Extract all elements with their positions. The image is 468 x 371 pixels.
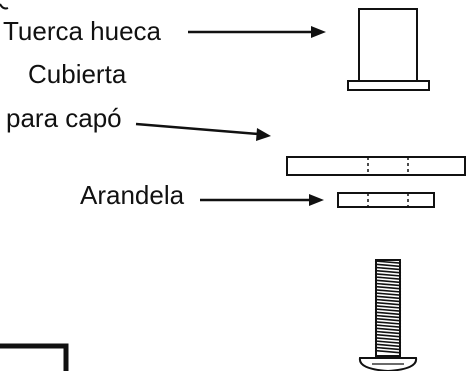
- arrow-washer: [200, 194, 324, 206]
- bolt-thread-line: [374, 337, 402, 341]
- bolt-thread-line: [374, 317, 402, 322]
- bolt-thread-line: [374, 282, 402, 287]
- hood-cover-part: [286, 156, 466, 176]
- bolt-thread-line: [374, 349, 402, 354]
- bolt-thread-line: [374, 295, 402, 300]
- bolt-thread-line: [374, 330, 402, 335]
- bolt-thread-line: [374, 301, 402, 306]
- bolt-thread-line: [374, 340, 402, 344]
- label-hood-cover-line1: Cubierta: [28, 59, 127, 89]
- bolt-thread-line: [374, 292, 402, 296]
- bolt-thread-line: [374, 321, 402, 325]
- bolt-thread-line: [374, 266, 402, 271]
- partial-box: [0, 343, 69, 371]
- bolt-thread-line: [374, 324, 402, 328]
- bolt-thread-line: [374, 346, 402, 351]
- bolt-thread-line: [374, 327, 402, 332]
- corner-mark: [0, 3, 9, 10]
- label-hood-cover-line2: para capó: [6, 103, 122, 133]
- bolt-threads: [374, 260, 402, 354]
- washer-part: [337, 192, 435, 208]
- hollow-nut-part: [347, 8, 430, 91]
- bolt-thread-line: [374, 279, 402, 284]
- bolt-thread-line: [374, 285, 402, 290]
- bolt-thread-line: [374, 305, 402, 309]
- arrow-hollow-nut: [188, 26, 326, 38]
- bolt-thread-line: [374, 269, 402, 274]
- bolt-part: [358, 259, 418, 371]
- bolt-thread-line: [374, 311, 402, 316]
- bolt-thread-line: [374, 260, 402, 264]
- bolt-thread-line: [374, 343, 402, 348]
- label-hollow-nut: Tuerca hueca: [3, 16, 162, 46]
- bolt-thread-line: [374, 273, 402, 277]
- bolt-thread-line: [374, 314, 402, 319]
- bolt-thread-line: [374, 276, 402, 280]
- arrow-hood-cover: [135, 122, 271, 141]
- bolt-thread-line: [374, 263, 402, 268]
- bolt-thread-line: [374, 308, 402, 312]
- bolt-thread-line: [374, 333, 402, 338]
- label-washer: Arandela: [80, 180, 185, 210]
- bolt-thread-line: [374, 298, 402, 303]
- bolt-thread-line: [374, 289, 402, 293]
